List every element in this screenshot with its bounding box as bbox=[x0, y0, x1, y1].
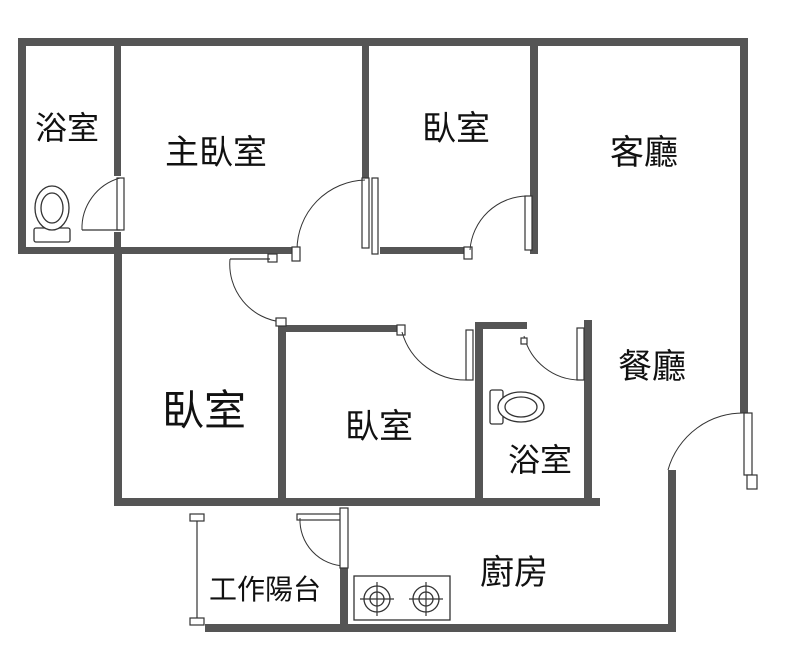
room-label-dining-room: 餐廳 bbox=[618, 347, 686, 387]
wall-balcony-kitchen bbox=[340, 568, 348, 632]
room-label-master-bedroom: 主臥室 bbox=[165, 133, 267, 173]
door-bedroom-left-jamb bbox=[267, 253, 278, 263]
walls bbox=[18, 38, 748, 632]
wall-bath-mid-right bbox=[584, 320, 592, 506]
wall-kitchen-bottom bbox=[205, 624, 676, 632]
railing-cap-bottom bbox=[189, 617, 205, 626]
door-bedroom-left-swing bbox=[229, 258, 283, 323]
railing-cap-top bbox=[189, 513, 205, 522]
door-living-swing bbox=[667, 412, 747, 471]
wall-bath-master-upper bbox=[114, 38, 121, 176]
room-label-bath-mid: 浴室 bbox=[508, 441, 573, 479]
room-label-bedroom-left: 臥室 bbox=[162, 386, 247, 435]
room-label-bath-top: 浴室 bbox=[35, 109, 100, 147]
room-label-service-balcony: 工作陽台 bbox=[209, 573, 322, 606]
wall-right bbox=[740, 38, 748, 413]
door-bedroom-top-swing bbox=[469, 195, 528, 251]
wall-lower-bottom bbox=[114, 498, 600, 506]
thin-lines bbox=[189, 412, 758, 626]
door-bedroom-top-leaf2 bbox=[524, 195, 533, 251]
door-bath-mid-jamb bbox=[520, 337, 528, 345]
door-bedroom-mid-swing bbox=[401, 331, 469, 381]
door-master-leaf bbox=[361, 177, 370, 249]
door-bedroom-mid-jamb bbox=[396, 324, 406, 336]
wall-bath-master-lower bbox=[114, 232, 121, 254]
wall-bath-mid-top bbox=[475, 322, 527, 329]
door-frame-living bbox=[743, 412, 753, 476]
doors bbox=[81, 177, 747, 569]
wall-master-bedroom bbox=[362, 38, 369, 178]
door-master-swing bbox=[296, 179, 366, 251]
fixtures bbox=[33, 185, 545, 621]
room-label-kitchen: 廚房 bbox=[480, 553, 548, 593]
door-bedroom-top-jamb bbox=[463, 246, 473, 260]
wall-bedroom-living bbox=[530, 38, 538, 254]
door-balcony-jamb bbox=[339, 507, 349, 569]
door-bedroom-left-jamb2 bbox=[275, 317, 287, 327]
door-balcony-leaf bbox=[296, 513, 346, 521]
room-label-living-room: 客廳 bbox=[610, 133, 678, 173]
room-label-bedroom-top: 臥室 bbox=[422, 109, 490, 149]
toilet-icon bbox=[489, 389, 545, 425]
door-bath-top-swing bbox=[81, 177, 121, 231]
door-bath-top-leaf bbox=[116, 177, 125, 231]
wall-bath-top-bottom bbox=[18, 247, 118, 254]
door-bath-mid-swing bbox=[523, 335, 581, 381]
wall-bath-mid-left bbox=[475, 322, 483, 505]
wall-left-lower bbox=[114, 247, 122, 505]
wall-kitchen-right bbox=[668, 470, 676, 632]
wall-mid-top bbox=[278, 325, 398, 332]
door-balcony-swing bbox=[299, 517, 346, 567]
wall-bed-bed bbox=[278, 325, 286, 505]
wall-bedroom-top-bottom bbox=[380, 247, 466, 254]
door-bedroom-mid-leaf bbox=[465, 329, 474, 381]
stove-icon bbox=[353, 575, 451, 621]
wall-top bbox=[18, 38, 746, 46]
room-label-bedroom-mid: 臥室 bbox=[345, 407, 413, 447]
toilet-icon bbox=[33, 185, 71, 243]
door-bath-mid-leaf bbox=[576, 327, 585, 381]
wall-end-cap bbox=[746, 474, 758, 490]
wall-master-bottom bbox=[114, 247, 294, 254]
door-bedroom-top-leaf bbox=[371, 177, 379, 255]
wall-left-top bbox=[18, 38, 26, 254]
door-master-jamb bbox=[291, 246, 301, 262]
